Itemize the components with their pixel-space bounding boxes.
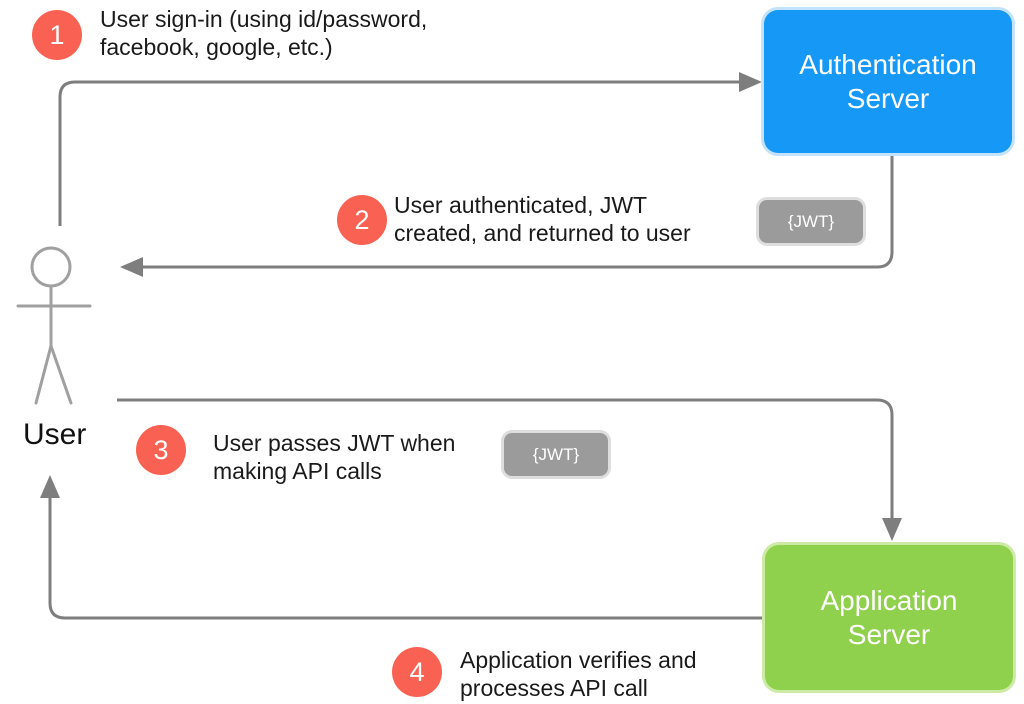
- authentication-server-label-line1: Authentication: [799, 48, 977, 80]
- step-caption-2-line2: created, and returned to user: [394, 220, 691, 246]
- step-caption-4: Application verifies and processes API c…: [460, 646, 697, 702]
- step-caption-3-line2: making API calls: [213, 458, 382, 484]
- step-caption-4-line2: processes API call: [460, 675, 648, 701]
- step-caption-1: User sign-in (using id/password, faceboo…: [100, 5, 427, 61]
- step-caption-1-line1: User sign-in (using id/password,: [100, 6, 428, 32]
- arrowhead-up-icon: [40, 475, 60, 498]
- user-actor-label: User: [23, 418, 87, 451]
- step-caption-2: User authenticated, JWT created, and ret…: [394, 191, 691, 247]
- step-caption-4-line1: Application verifies and: [460, 647, 697, 673]
- jwt-token-chip-step3-label: {JWT}: [532, 444, 580, 464]
- jwt-token-chip-step2: {JWT}: [759, 200, 863, 243]
- step-caption-1-line2: facebook, google, etc.): [100, 34, 333, 60]
- jwt-token-chip-step3: {JWT}: [504, 433, 608, 476]
- user-stick-figure-icon: [16, 246, 92, 405]
- arrowhead-right-icon: [739, 72, 762, 92]
- arrow-step2-auth-to-user: [120, 155, 894, 277]
- step-caption-3-line1: User passes JWT when: [213, 430, 456, 456]
- authentication-server-label-line2: Server: [846, 82, 930, 114]
- step-badge-1: 1: [32, 10, 82, 60]
- step-badge-4: 4: [392, 647, 442, 697]
- arrowhead-left-icon: [120, 257, 143, 277]
- authentication-server-node: Authentication Server: [764, 10, 1012, 153]
- application-server-node: Application Server: [765, 545, 1013, 690]
- step-number-1: 1: [49, 19, 65, 50]
- application-server-label-line2: Server: [847, 618, 931, 650]
- arrow-step1-user-to-auth: [58, 72, 762, 226]
- step-number-3: 3: [153, 434, 169, 465]
- arrow-step4-app-to-user: [40, 475, 765, 620]
- step-number-2: 2: [354, 204, 370, 235]
- arrowhead-down-icon: [882, 518, 902, 541]
- step-badge-2: 2: [337, 195, 387, 245]
- step-caption-3: User passes JWT when making API calls: [213, 429, 455, 485]
- jwt-token-chip-step2-label: {JWT}: [787, 211, 835, 231]
- step-number-4: 4: [409, 656, 425, 687]
- arrow-step3-user-to-app: [117, 398, 902, 541]
- step-badge-3: 3: [136, 425, 186, 475]
- step-caption-2-line1: User authenticated, JWT: [394, 192, 648, 218]
- application-server-label-line1: Application: [820, 584, 958, 616]
